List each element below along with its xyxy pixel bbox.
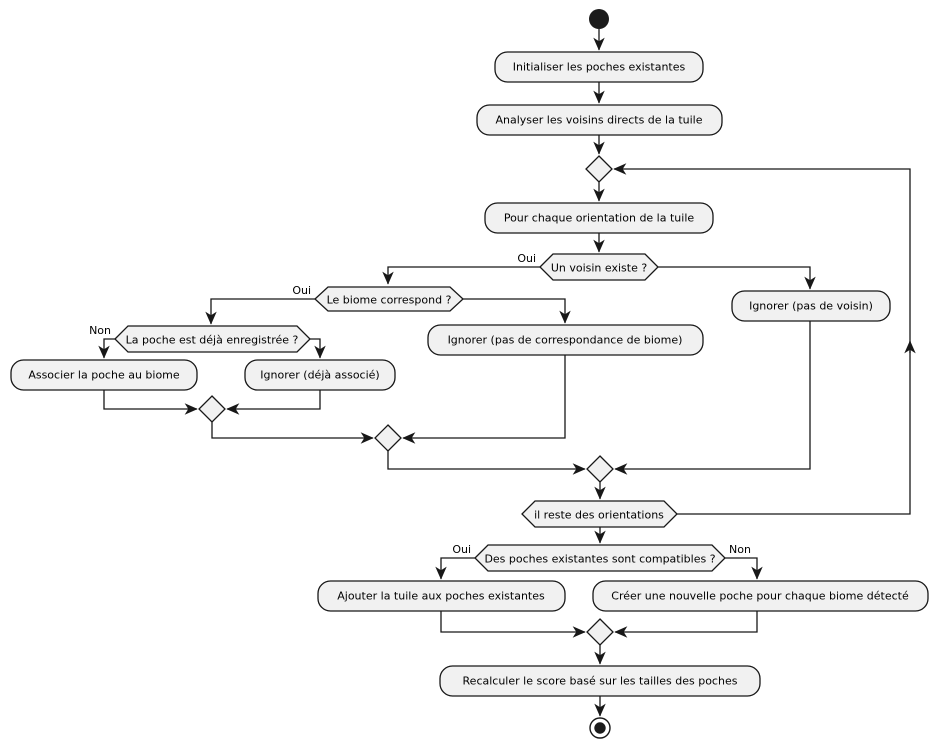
activity-ajouter-box	[317, 580, 566, 612]
activity-analyze-box	[476, 104, 723, 136]
decision-biome-label: Le biome correspond ?	[327, 294, 452, 307]
edge-q-poche-non-to-associer	[98, 338, 115, 359]
activity-recalc-label: Recalculer le score basé sur les tailles…	[463, 675, 738, 688]
edge-label-voisin-oui: Oui	[517, 252, 536, 265]
edge-q-compatibles-oui-to-ajouter	[435, 557, 475, 580]
decision-orientations: il reste des orientations	[521, 500, 678, 528]
activity-creer-box	[592, 580, 929, 612]
activity-analyze-label: Analyser les voisins directs de la tuile	[495, 114, 702, 127]
decision-voisin-hexagon	[539, 253, 659, 281]
edge-associer-to-merge2	[103, 390, 198, 415]
start-node	[589, 9, 609, 29]
activity-ignorer-associe-box	[244, 359, 396, 391]
edge-q-voisin-oui-to-q-biome	[382, 266, 540, 285]
activity-ignorer-biome-label: Ignorer (pas de correspondance de biome)	[448, 334, 683, 347]
decision-voisin-label: Un voisin existe ?	[551, 262, 648, 275]
merge-after-biome-diamond	[374, 424, 402, 452]
merge-after-voisin	[586, 455, 614, 483]
edge-ignorer-voisin-to-merge4	[614, 321, 811, 475]
decision-biome-hexagon	[314, 286, 464, 312]
activity-foreach-box	[484, 202, 714, 234]
activity-associer: Associer la poche au biome	[10, 359, 198, 391]
edge-merge2-to-merge3	[211, 422, 374, 444]
activity-creer-label: Créer une nouvelle poche pour chaque bio…	[611, 590, 909, 603]
merge-after-biome	[374, 424, 402, 452]
end-circle-inner-icon	[594, 722, 606, 734]
edge-label-compatibles-oui: Oui	[452, 543, 471, 556]
activity-ignorer-voisin-box	[731, 290, 891, 322]
activity-associer-label: Associer la poche au biome	[28, 369, 180, 382]
merge-after-voisin-diamond	[586, 455, 614, 483]
edge-label-compatibles-non: Non	[729, 543, 751, 556]
activity-ignorer-biome: Ignorer (pas de correspondance de biome)	[427, 324, 704, 356]
edge-q-biome-oui-to-q-poche	[205, 298, 315, 325]
edge-ajouter-to-merge5	[440, 611, 586, 638]
merge-after-poche-diamond	[198, 395, 226, 423]
edge-creer-to-merge5	[614, 611, 758, 638]
merge-final-diamond	[586, 618, 614, 646]
activity-associer-box	[10, 359, 198, 391]
edge-q-biome-non-to-ignorer-biome	[463, 298, 571, 324]
activity-ignorer-voisin: Ignorer (pas de voisin)	[731, 290, 891, 322]
edge-q-voisin-non-to-ignorer-voisin	[658, 266, 816, 290]
edge-label-biome-oui: Oui	[292, 284, 311, 297]
merge-loop-top-diamond	[585, 155, 613, 183]
merge-final	[586, 618, 614, 646]
merge-after-poche	[198, 395, 226, 423]
activity-ignorer-associe-label: Ignorer (déjà associé)	[260, 369, 379, 382]
edge-ignorer-biome-to-merge3	[402, 355, 566, 444]
activity-init: Initialiser les poches existantes	[494, 51, 704, 83]
activity-ignorer-voisin-label: Ignorer (pas de voisin)	[749, 300, 873, 313]
activity-foreach: Pour chaque orientation de la tuile	[484, 202, 714, 234]
decision-poche: La poche est déjà enregistrée ?	[114, 325, 311, 353]
edge-label-poche-non: Non	[89, 324, 111, 337]
start-circle-icon	[589, 9, 609, 29]
activity-foreach-label: Pour chaque orientation de la tuile	[504, 212, 695, 225]
decision-poche-label: La poche est déjà enregistrée ?	[126, 334, 299, 347]
decision-voisin: Un voisin existe ?	[539, 253, 659, 281]
decision-compatibles: Des poches existantes sont compatibles ?	[474, 544, 726, 572]
activity-analyze: Analyser les voisins directs de la tuile	[476, 104, 723, 136]
decision-compatibles-hexagon	[474, 544, 726, 572]
edge-ignorer-associe-to-merge2	[226, 390, 321, 415]
edge-q-compatibles-non-to-creer	[725, 557, 763, 580]
decision-compatibles-label: Des poches existantes sont compatibles ?	[484, 553, 715, 566]
activity-init-box	[494, 51, 704, 83]
activity-ajouter-label: Ajouter la tuile aux poches existantes	[337, 590, 545, 603]
decision-orientations-label: il reste des orientations	[534, 509, 664, 522]
edge-q-poche-oui-to-ignorer-associe	[310, 338, 326, 359]
decision-poche-hexagon	[114, 325, 311, 353]
decision-orientations-hexagon	[521, 500, 678, 528]
end-node	[589, 717, 611, 739]
activity-init-label: Initialiser les poches existantes	[513, 61, 686, 74]
merge-loop-top	[585, 155, 613, 183]
activity-recalc-box	[439, 665, 761, 697]
activity-creer: Créer une nouvelle poche pour chaque bio…	[592, 580, 929, 612]
activity-ignorer-associe: Ignorer (déjà associé)	[244, 359, 396, 391]
activity-recalc: Recalculer le score basé sur les tailles…	[439, 665, 761, 697]
activity-ajouter: Ajouter la tuile aux poches existantes	[317, 580, 566, 612]
activity-ignorer-biome-box	[427, 324, 704, 356]
decision-biome: Le biome correspond ?	[314, 286, 464, 312]
edge-merge3-to-merge4	[387, 451, 586, 475]
